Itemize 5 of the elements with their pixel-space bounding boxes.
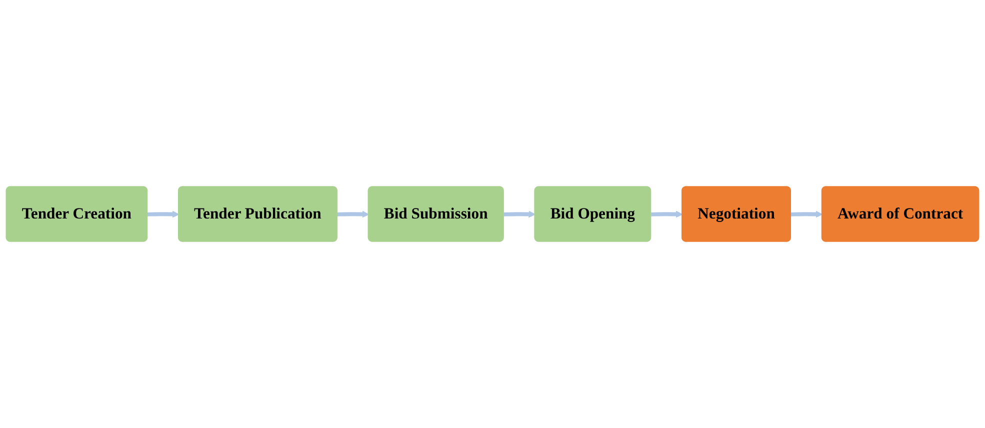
arrow — [337, 210, 369, 218]
arrow — [790, 210, 823, 218]
arrow — [147, 210, 180, 218]
arrow — [651, 210, 683, 218]
arrow — [504, 210, 536, 218]
